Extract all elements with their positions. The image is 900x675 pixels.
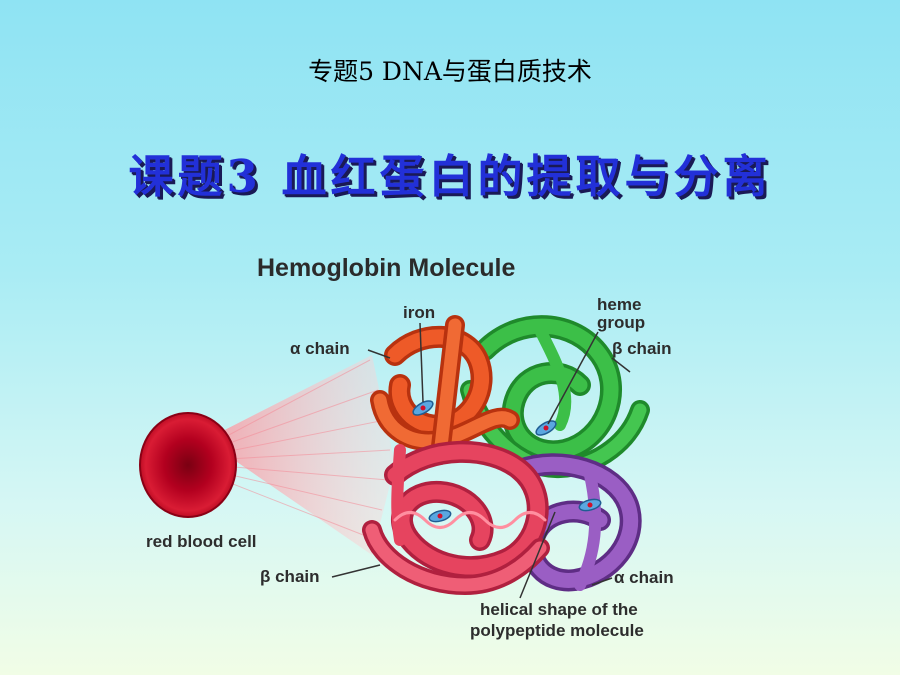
- label-heme: heme: [597, 295, 641, 314]
- label-heme-group: group: [597, 313, 645, 332]
- beam-rays: [209, 359, 391, 541]
- beta-chain-bottom-ribbon: [362, 440, 550, 595]
- label-beta-chain-bottom: β chain: [260, 567, 320, 586]
- heme-group-icons: [412, 400, 602, 523]
- label-iron: iron: [403, 303, 435, 322]
- figure-title: Hemoglobin Molecule: [257, 254, 516, 282]
- leader-lines: [331, 322, 631, 599]
- alpha-chain-top-ribbon: [370, 315, 520, 465]
- label-alpha-chain-top: α chain: [290, 339, 350, 358]
- label-alpha-chain-bottom: α chain: [614, 568, 674, 587]
- red-blood-cell-icon: [139, 412, 237, 518]
- label-helical-shape: helical shape of the: [480, 600, 638, 619]
- slide-title: 课题3 血红蛋白的提取与分离: [128, 150, 772, 203]
- slide-subtitle: 专题5 DNA与蛋白质技术: [308, 57, 592, 86]
- label-red-blood-cell: red blood cell: [146, 532, 257, 551]
- label-polypeptide-molecule: polypeptide molecule: [470, 621, 644, 640]
- label-beta-chain-top: β chain: [612, 339, 672, 358]
